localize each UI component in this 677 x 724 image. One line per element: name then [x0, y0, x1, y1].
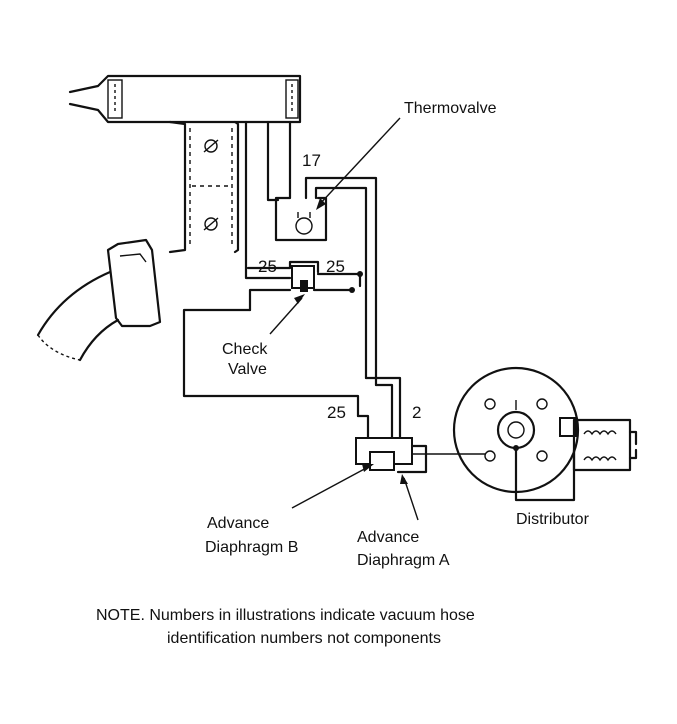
note-line-1: NOTE. Numbers in illustrations indicate … [96, 607, 475, 624]
label-advance-a-1: Advance [357, 529, 419, 546]
label-thermovalve: Thermovalve [404, 100, 497, 117]
advance-diaphragms [355, 376, 486, 474]
label-distributor: Distributor [516, 511, 590, 528]
label-advance-b-1: Advance [207, 515, 269, 532]
label-check-valve-2: Valve [228, 361, 267, 378]
hose-number-17: 17 [302, 151, 321, 170]
thermovalve [274, 120, 328, 242]
check-valve [182, 260, 363, 418]
hose-number-2: 2 [412, 403, 421, 422]
note-line-2: identification numbers not components [167, 630, 441, 647]
label-advance-a-2: Diaphragm A [357, 552, 450, 569]
hose-number-25-lower: 25 [327, 403, 346, 422]
label-check-valve-1: Check [222, 341, 268, 358]
hose-number-25-left: 25 [258, 257, 277, 276]
label-advance-b-2: Diaphragm B [205, 539, 298, 556]
carburetor-body [168, 120, 292, 280]
distributor [452, 366, 638, 502]
leader-arrows [269, 117, 419, 521]
hose-number-25-right: 25 [326, 257, 345, 276]
air-intake-duct [68, 74, 302, 124]
hose-17-line [304, 176, 378, 387]
air-cleaner-elbow [36, 238, 162, 362]
